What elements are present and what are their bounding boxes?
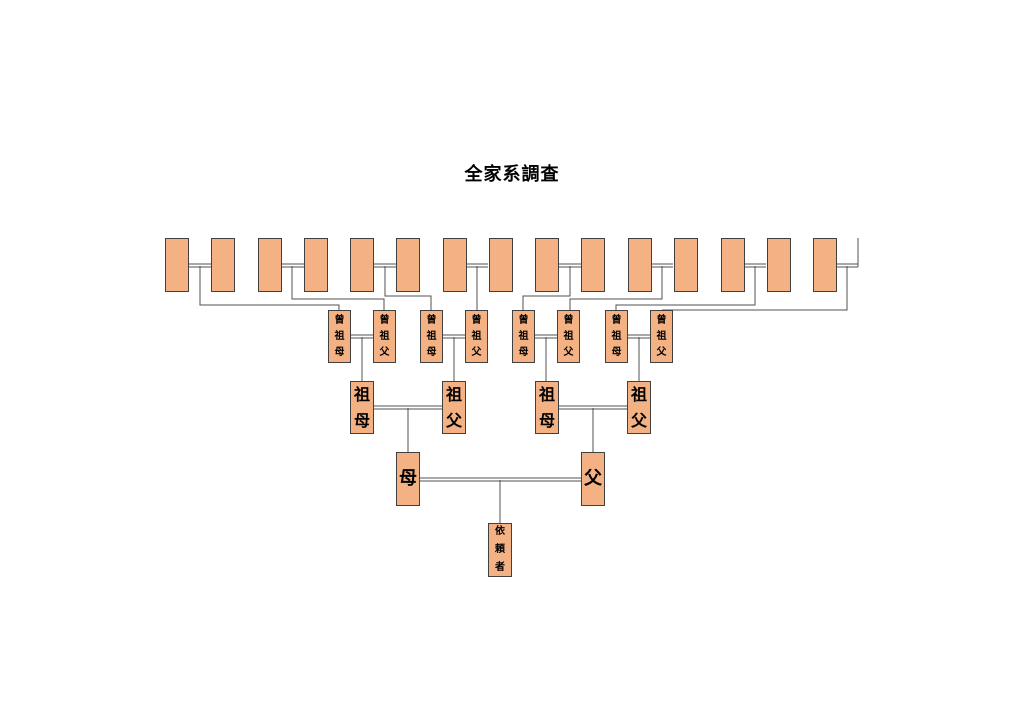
great-great-grandparent-box[interactable] <box>535 238 560 292</box>
page-title: 全家系調査 <box>464 164 560 185</box>
great-grandfather-box[interactable]: 曾 祖 父 <box>373 310 396 363</box>
great-grandfather-box[interactable]: 曾 祖 父 <box>465 310 488 363</box>
grandfather-box[interactable]: 祖 父 <box>442 381 466 434</box>
great-great-grandparent-box[interactable] <box>813 238 838 292</box>
great-grandparent-connectors <box>351 334 650 381</box>
grandparent-connectors <box>374 405 627 452</box>
great-great-grandparent-box[interactable] <box>165 238 189 292</box>
great-great-grandparent-box[interactable] <box>674 238 698 292</box>
great-great-grandparent-box[interactable] <box>442 238 467 292</box>
great-great-grandparent-box[interactable] <box>303 238 328 292</box>
client-box[interactable]: 依 頼 者 <box>488 523 512 577</box>
parent-connectors <box>420 477 581 523</box>
great-grandmother-box[interactable]: 曾 祖 母 <box>328 310 351 363</box>
grandfather-box[interactable]: 祖 父 <box>627 381 651 434</box>
great-great-grandparent-box[interactable] <box>766 238 791 292</box>
great-great-grandparent-box[interactable] <box>396 238 421 292</box>
father-box[interactable]: 父 <box>581 452 605 506</box>
great-grandmother-box[interactable]: 曾 祖 母 <box>512 310 535 363</box>
mother-box[interactable]: 母 <box>396 452 420 506</box>
great-great-grandparent-box[interactable] <box>257 238 282 292</box>
grandmother-box[interactable]: 祖 母 <box>535 381 559 434</box>
great-grandmother-box[interactable]: 曾 祖 母 <box>605 310 628 363</box>
great-great-grandparent-box[interactable] <box>350 238 375 292</box>
great-grandfather-box[interactable]: 曾 祖 父 <box>650 310 673 363</box>
great-great-grandparent-box[interactable] <box>720 238 745 292</box>
top-row-connectors <box>189 238 859 268</box>
grandmother-box[interactable]: 祖 母 <box>350 381 374 434</box>
great-grandfather-box[interactable]: 曾 祖 父 <box>557 310 580 363</box>
great-great-grandparent-box[interactable] <box>488 238 513 292</box>
top-descent-lines <box>199 266 848 311</box>
great-great-grandparent-box[interactable] <box>211 238 235 292</box>
great-great-grandparent-box[interactable] <box>628 238 652 292</box>
great-great-grandparent-box[interactable] <box>581 238 606 292</box>
great-grandmother-box[interactable]: 曾 祖 母 <box>420 310 443 363</box>
